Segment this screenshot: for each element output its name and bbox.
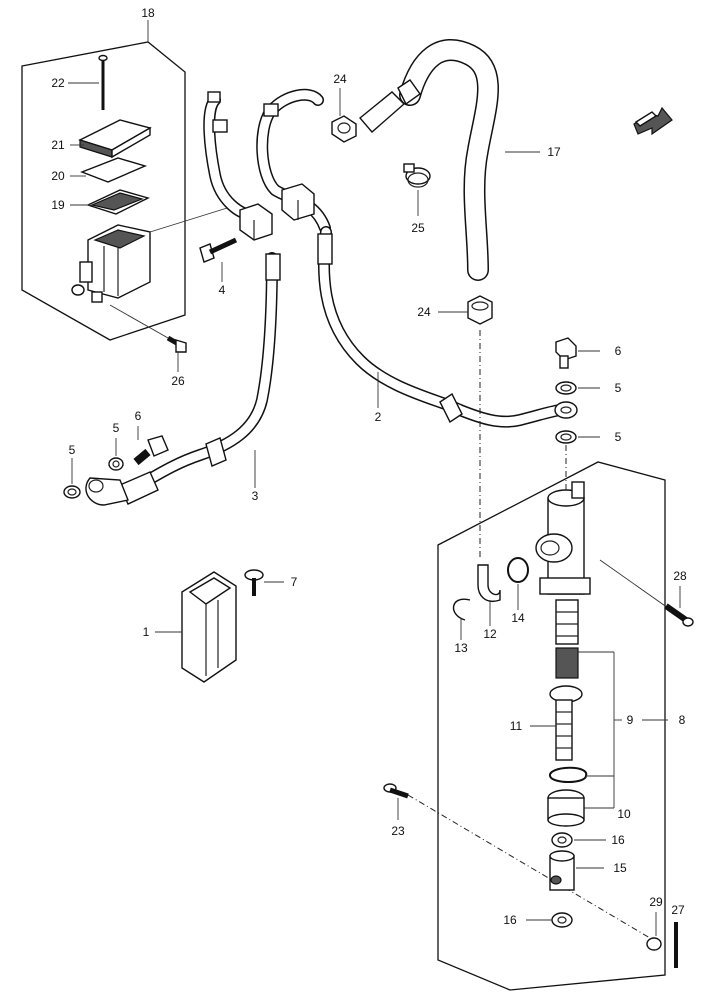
callout-6-right: 6: [615, 344, 622, 358]
part-6-union-bolt-right: [555, 337, 600, 369]
part-6-union-bolt-left: [133, 426, 169, 466]
part-10-boot: [547, 789, 585, 827]
master-cylinder-body: [71, 203, 241, 303]
callout-15: 15: [613, 861, 627, 875]
part-1-guard: [155, 571, 237, 683]
callout-11: 11: [510, 719, 523, 733]
callout-29: 29: [649, 895, 663, 909]
callout-10: 10: [617, 807, 631, 821]
callout-28: 28: [673, 569, 687, 583]
callout-19: 19: [51, 198, 65, 212]
part-24-hose-clamp-upper: [331, 88, 357, 143]
part-5-washer-left-1: [63, 458, 81, 499]
brake-pipe-left: [203, 91, 258, 221]
part-16-nut-upper: [551, 832, 606, 848]
callout-24-upper: 24: [333, 72, 347, 86]
callout-21: 21: [51, 138, 65, 152]
callout-2: 2: [375, 410, 382, 424]
pipe-clamp-right: [281, 183, 315, 221]
callout-16-lower: 16: [503, 913, 517, 927]
callout-4: 4: [219, 283, 226, 297]
part-2-brake-hose: [317, 226, 578, 428]
part-24-hose-clamp-lower: [438, 295, 493, 325]
part-4-bolt: [199, 237, 238, 282]
callout-5-right-lower: 5: [615, 430, 622, 444]
callout-5-right-upper: 5: [615, 381, 622, 395]
forward-direction-arrow-icon: [633, 106, 673, 136]
part-21-reservoir-cap: [70, 119, 152, 159]
callout-18: 18: [141, 6, 155, 20]
part-12-connector: [477, 564, 501, 626]
callout-22: 22: [51, 76, 65, 90]
part-5-washer-left-2: [108, 438, 124, 471]
part-7-screw: [244, 569, 284, 596]
callout-27: 27: [671, 903, 685, 917]
part-11-push-rod: [530, 685, 583, 761]
part-5-washer-right-1: [555, 381, 600, 395]
callout-6-left: 6: [135, 409, 142, 423]
callout-8: 8: [679, 713, 686, 727]
pipe-clamp-left: [239, 203, 273, 241]
callout-26: 26: [171, 374, 185, 388]
part-23-pin: [383, 783, 409, 820]
rear-master-cylinder-body: [535, 481, 591, 595]
part-20-plate: [70, 157, 148, 183]
part-9-piston-kit: [555, 599, 622, 809]
callout-25: 25: [411, 221, 425, 235]
part-25-clip: [403, 163, 431, 216]
part-13-circlip: [452, 598, 471, 640]
callout-23: 23: [391, 824, 405, 838]
rear-master-cylinder-frame: [437, 461, 666, 991]
part-19-diaphragm: [70, 189, 150, 215]
callout-5-left-upper: 5: [113, 421, 120, 435]
part-22-screw: [68, 54, 108, 110]
master-cylinder-group-frame: [21, 20, 186, 341]
callout-1: 1: [143, 625, 150, 639]
part-26-bolt: [109, 304, 187, 372]
callout-5-left-lower: 5: [69, 443, 76, 457]
part-28-bolt: [664, 586, 694, 627]
callout-9: 9: [627, 713, 634, 727]
callout-16-upper: 16: [611, 833, 625, 847]
part-14-o-ring: [507, 557, 529, 610]
callout-3: 3: [252, 489, 259, 503]
part-10-circlip: [549, 766, 614, 783]
part-3-brake-hose: [85, 252, 281, 506]
callout-labels: 18 22 24 21 20 19 17 25 4 24 26 6 5 2 5 …: [51, 6, 687, 927]
part-5-washer-right-2: [555, 430, 600, 444]
callout-12: 12: [483, 627, 497, 641]
part-15-clevis: [549, 850, 604, 891]
part-29-washer: [646, 912, 662, 951]
callout-13: 13: [454, 641, 468, 655]
callout-17: 17: [547, 145, 561, 159]
callout-20: 20: [51, 169, 65, 183]
callout-14: 14: [511, 611, 525, 625]
part-17-reservoir-hose: [359, 39, 540, 281]
part-16-nut-lower: [526, 912, 573, 928]
callout-24-lower: 24: [417, 305, 431, 319]
callout-7: 7: [291, 575, 298, 589]
